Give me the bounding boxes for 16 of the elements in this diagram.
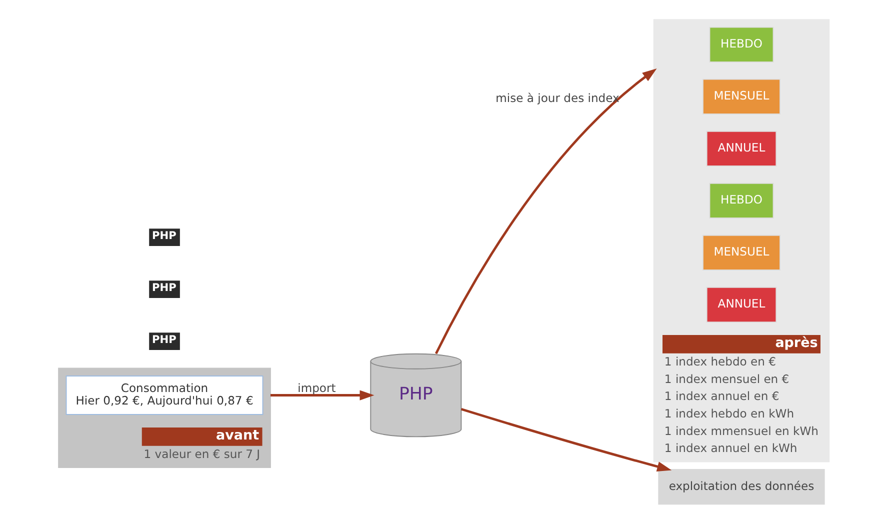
edge-label: import [297, 380, 336, 395]
arrow [434, 68, 656, 354]
node-box: exploitation des données [658, 468, 824, 505]
edge-label: mise à jour des index [495, 91, 619, 106]
node-box: MENSUEL [702, 234, 780, 271]
label: PHP [151, 230, 176, 242]
node-box: HEBDO [708, 26, 774, 62]
node-box: Consommation Hier 0,92 €, Aujourd'hui 0,87 € [65, 376, 263, 415]
arrow [270, 390, 374, 400]
node-box: HEBDO [708, 182, 774, 218]
node-box: ANNUEL [706, 286, 776, 323]
arrow [460, 408, 672, 472]
label: PHP [151, 282, 176, 294]
label: PHP [151, 334, 176, 346]
node-box: ANNUEL [706, 130, 776, 166]
node-box: MENSUEL [702, 78, 780, 114]
